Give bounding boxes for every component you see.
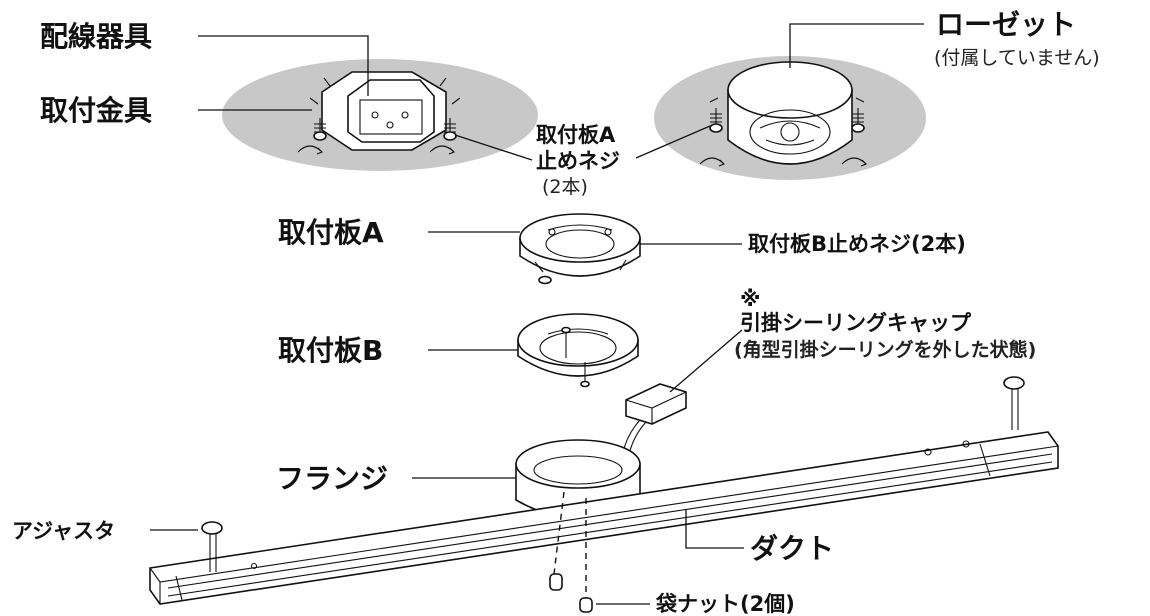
leader-lines	[150, 23, 924, 605]
label-plate-a-screw-line2: 止めネジ	[536, 149, 620, 173]
label-plate-b: 取付板B	[278, 334, 383, 367]
wiring-box	[347, 79, 435, 143]
right-screw-2	[851, 108, 865, 133]
left-ceiling-assembly	[222, 59, 538, 171]
right-ceiling-assembly	[654, 56, 926, 180]
cap-nuts	[549, 491, 593, 613]
label-wiring-device: 配線器具	[40, 20, 152, 53]
adjuster-right	[1003, 376, 1025, 430]
right-screw-1	[709, 108, 723, 133]
label-plate-b-screw: 取付板B止めネジ(2本)	[748, 232, 966, 256]
label-cap-mark: ※	[740, 287, 760, 311]
duct-rail	[149, 431, 1059, 605]
label-plate-a-screw-count: (2本)	[542, 176, 588, 198]
left-screw-2	[443, 118, 457, 141]
label-duct: ダクト	[750, 532, 834, 565]
label-plate-a: 取付板A	[278, 216, 384, 249]
cap-nut-1	[549, 573, 563, 591]
label-cap-note: (角型引掛シーリングを外した状態)	[734, 338, 1036, 361]
left-screw-1	[313, 118, 327, 141]
adjuster-left	[201, 521, 223, 572]
label-flange: フランジ	[276, 462, 388, 495]
label-adjuster: アジャスタ	[12, 519, 115, 543]
label-rosette-note: (付属していません)	[934, 47, 1100, 69]
label-cap-nut: 袋ナット(2個)	[655, 592, 795, 616]
cap-nut-2	[579, 597, 593, 613]
label-rosette: ローゼット	[936, 8, 1076, 41]
label-plate-a-screw-line1: 取付板A	[536, 123, 616, 147]
label-cap-title: 引掛シーリングキャップ	[740, 311, 972, 335]
label-mounting-bracket: 取付金具	[40, 94, 152, 127]
ceiling-cap	[621, 383, 687, 463]
mounting-plate-a	[519, 213, 641, 285]
flange	[515, 439, 641, 519]
mounting-plate-b	[517, 313, 639, 388]
